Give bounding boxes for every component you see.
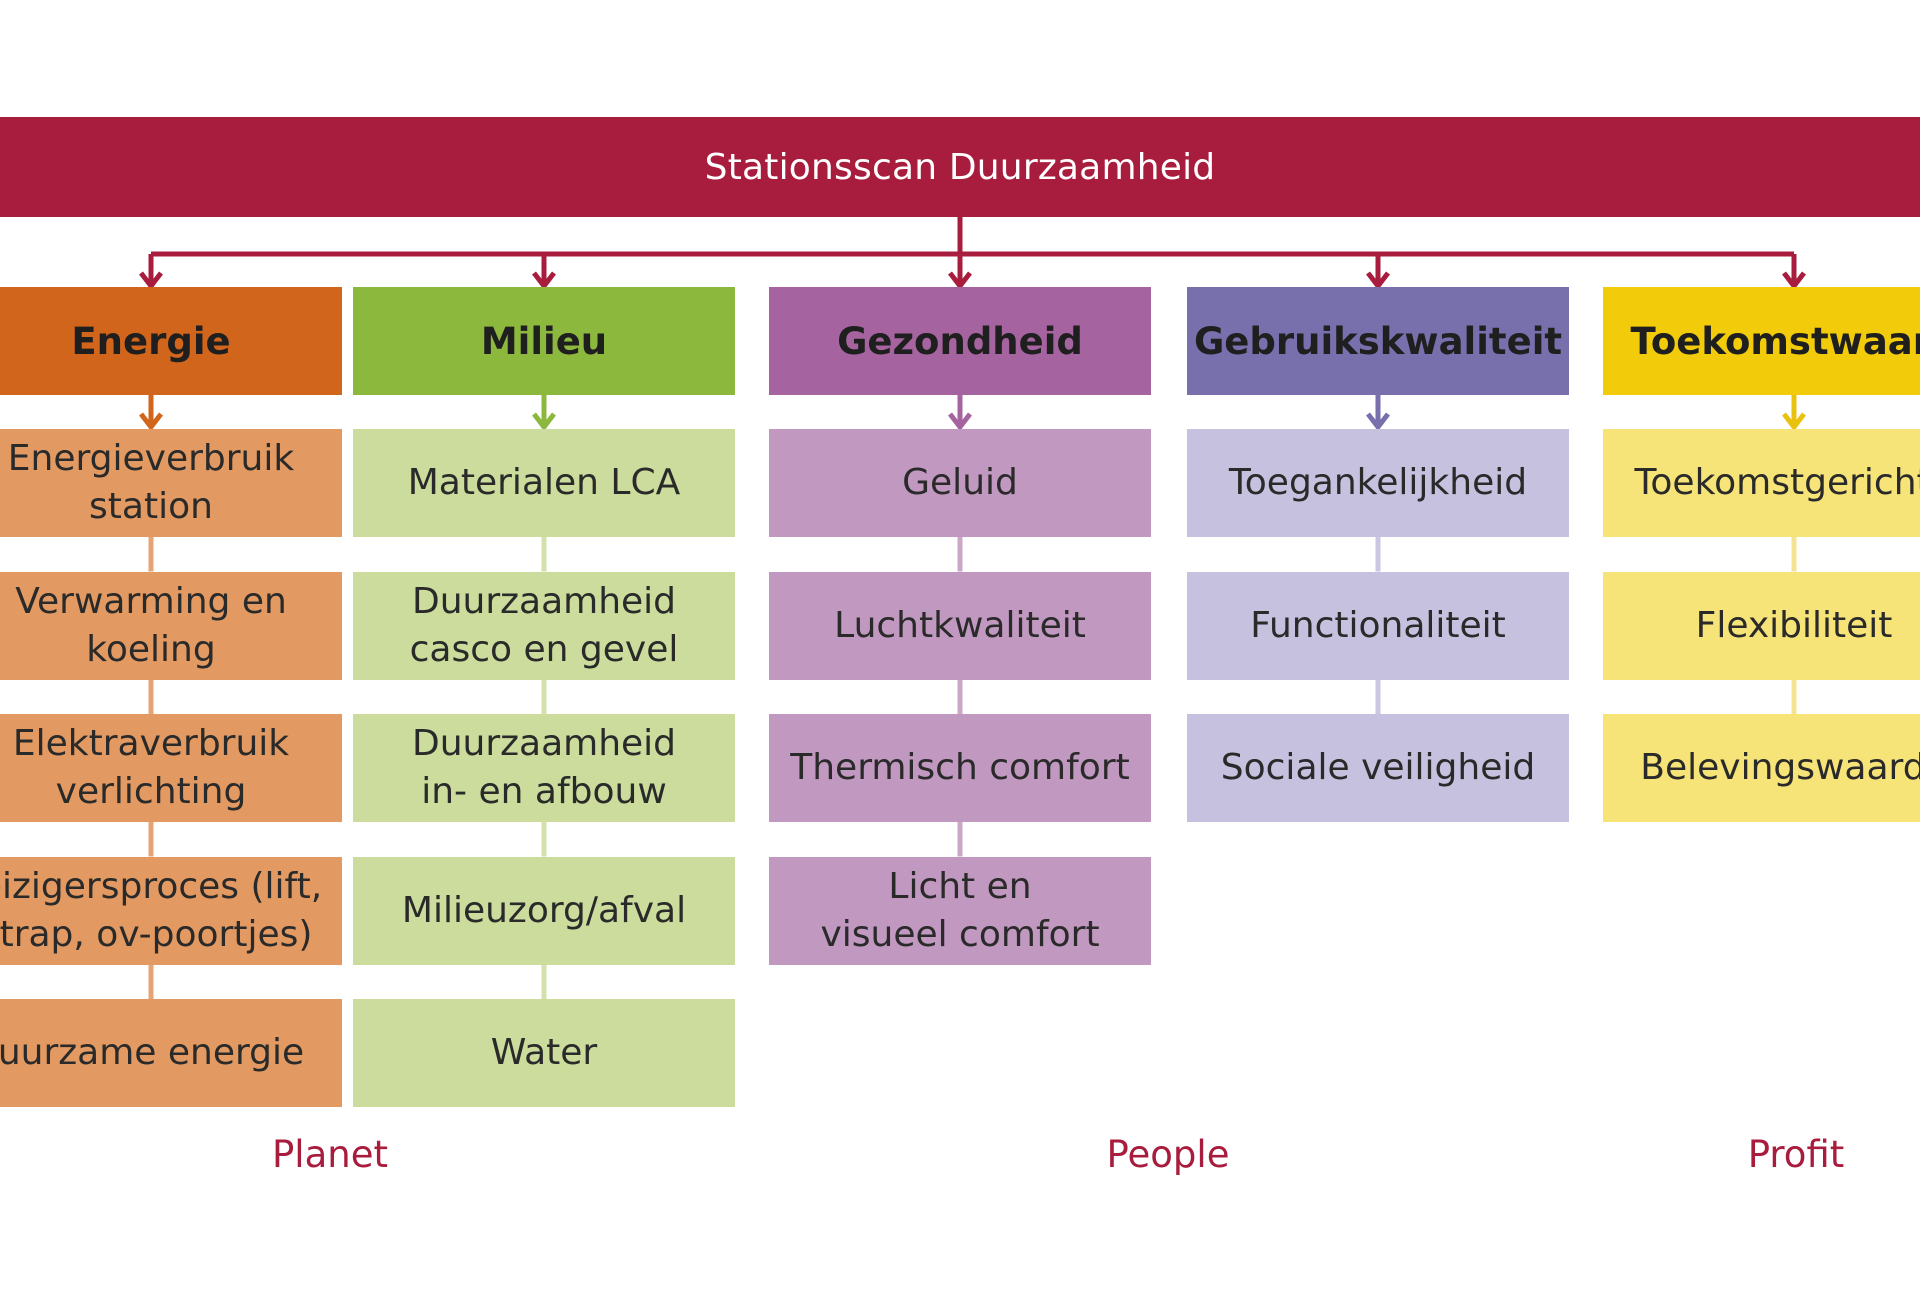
item-label-line: visueel comfort xyxy=(820,913,1100,955)
item-reizigersproces: eizigersproces (lift, ltrap, ov-poortjes) xyxy=(0,856,342,965)
item-in-afbouw: Duurzaamheid in- en afbouw xyxy=(353,714,735,822)
item-label-line: Licht en xyxy=(888,865,1032,907)
item-label-line: eizigersproces (lift, xyxy=(0,865,323,907)
item-label-line: Toekomstgerichth xyxy=(1634,462,1920,503)
item-label-line: koeling xyxy=(86,628,216,670)
item-label-line: Luchtkwaliteit xyxy=(834,604,1086,646)
item-belevingswaarde: Belevingswaarde xyxy=(1603,714,1920,822)
item-toekomstgericht: Toekomstgerichth xyxy=(1603,429,1920,537)
item-sociale-veiligheid: Sociale veiligheid xyxy=(1187,714,1569,822)
item-label-line: station xyxy=(89,486,213,527)
item-toegankelijkheid: Toegankelijkheid xyxy=(1187,429,1569,537)
item-label-line: Sociale veiligheid xyxy=(1220,747,1536,788)
item-label-line: Flexibiliteit xyxy=(1695,604,1893,646)
item-materialen-lca: Materialen LCA xyxy=(353,429,735,537)
heading-arrow-gezondheid xyxy=(948,395,972,432)
item-elektraverbruik: Elektraverbruik verlichting xyxy=(0,714,342,822)
item-label-line: Geluid xyxy=(902,462,1018,503)
branch-arrow-gebruikskwaliteit xyxy=(1366,254,1390,291)
item-label-line: Energieverbruik xyxy=(7,438,295,479)
item-label-line: Materialen LCA xyxy=(407,462,681,503)
item-label-line: Milieuzorg/afval xyxy=(401,889,687,931)
item-licht-comfort: Licht en visueel comfort xyxy=(769,856,1151,965)
item-label-line: Duurzaamheid xyxy=(411,580,677,622)
column-heading-toekomstwaarde: Toekomstwaard xyxy=(1603,287,1920,395)
item-duurzame-energie: uurzame energie xyxy=(0,999,342,1107)
heading-arrow-toekomstwaarde xyxy=(1782,395,1806,432)
heading-arrow-energie xyxy=(139,395,163,432)
item-label-line: Duurzaamheid xyxy=(411,723,677,764)
diagram-title: Stationsscan Duurzaamheid xyxy=(0,117,1920,217)
item-functionaliteit: Functionaliteit xyxy=(1187,571,1569,680)
item-milieuzorg: Milieuzorg/afval xyxy=(353,856,735,965)
pillar-label-people: People xyxy=(1106,1133,1230,1176)
item-label-line: verlichting xyxy=(55,771,247,812)
item-label-line: Thermisch comfort xyxy=(790,747,1130,788)
item-label-line: Verwarming en xyxy=(15,580,287,622)
item-label-line: Belevingswaarde xyxy=(1640,747,1920,788)
column-heading-gezondheid: Gezondheid xyxy=(769,287,1151,395)
item-label-line: ltrap, ov-poortjes) xyxy=(0,913,313,955)
branch-arrow-toekomstwaarde xyxy=(1782,254,1806,291)
column-heading-milieu: Milieu xyxy=(353,287,735,395)
item-water: Water xyxy=(353,999,735,1107)
item-geluid: Geluid xyxy=(769,429,1151,537)
item-label-line: Elektraverbruik xyxy=(12,723,290,764)
pillar-label-profit: Profit xyxy=(1747,1133,1845,1176)
item-verwarming: Verwarming en koeling xyxy=(0,571,342,680)
heading-arrow-milieu xyxy=(532,395,556,432)
item-casco-gevel: Duurzaamheid casco en gevel xyxy=(353,571,735,680)
item-energieverbruik: Energieverbruik station xyxy=(0,429,342,537)
heading-arrow-gebruikskwaliteit xyxy=(1366,395,1390,432)
item-thermisch-comfort: Thermisch comfort xyxy=(769,714,1151,822)
pillar-label-planet: Planet xyxy=(272,1133,388,1176)
item-luchtkwaliteit: Luchtkwaliteit xyxy=(769,571,1151,680)
item-label-line: Toegankelijkheid xyxy=(1228,462,1528,503)
item-label-line: casco en gevel xyxy=(409,628,679,670)
item-label-line: Water xyxy=(490,1032,598,1073)
column-heading-gebruikskwaliteit: Gebruikskwaliteit xyxy=(1187,287,1569,395)
item-label-line: uurzame energie xyxy=(0,1032,305,1073)
item-label-line: in- en afbouw xyxy=(421,771,667,812)
column-heading-energie: Energie xyxy=(0,287,342,395)
item-flexibiliteit: Flexibiliteit xyxy=(1603,571,1920,680)
branch-arrow-energie xyxy=(139,254,163,291)
branch-arrow-milieu xyxy=(532,254,556,291)
branch-arrow-gezondheid xyxy=(948,254,972,291)
item-label-line: Functionaliteit xyxy=(1250,604,1506,646)
